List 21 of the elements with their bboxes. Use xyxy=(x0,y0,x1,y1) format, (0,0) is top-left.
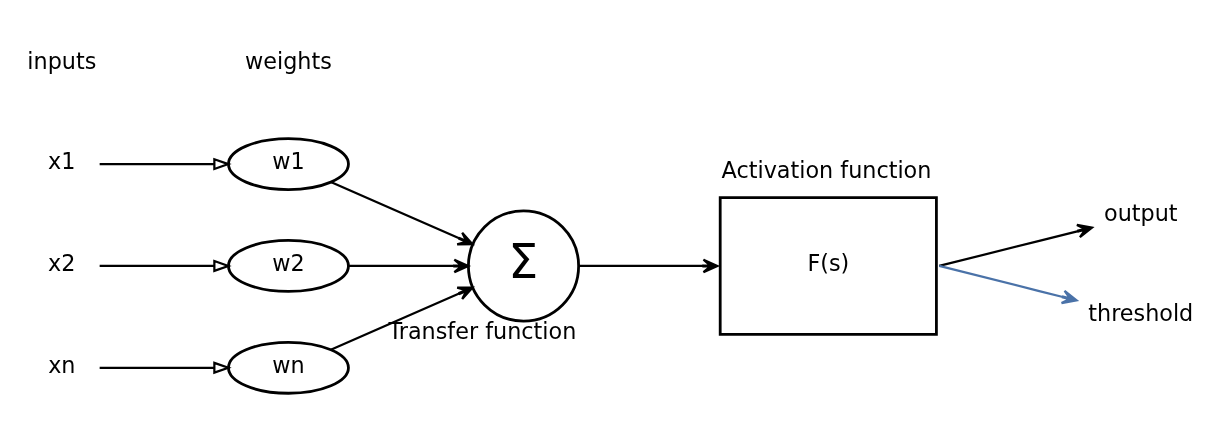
arrow xyxy=(938,264,1078,305)
arrow xyxy=(938,223,1094,268)
label: inputs xyxy=(27,47,97,74)
arrow xyxy=(99,157,232,171)
arrow xyxy=(348,258,470,274)
node-text: xn xyxy=(48,352,76,379)
arrow xyxy=(99,361,232,375)
node-text: x2 xyxy=(48,250,76,277)
node-ellipse: w1 xyxy=(227,137,350,191)
node-ellipse: w2 xyxy=(227,239,350,293)
node-ellipse: wn xyxy=(227,340,350,395)
node-text: threshold xyxy=(1088,300,1194,327)
label: weights xyxy=(245,47,332,74)
node-label: Activation function xyxy=(721,156,932,183)
node-text: output xyxy=(1103,200,1178,227)
arrow xyxy=(330,286,474,351)
arrow xyxy=(330,181,474,246)
node-box: F(s) xyxy=(718,196,938,336)
arrow xyxy=(579,258,719,274)
node-text: x1 xyxy=(48,148,76,175)
arrow xyxy=(99,259,232,273)
